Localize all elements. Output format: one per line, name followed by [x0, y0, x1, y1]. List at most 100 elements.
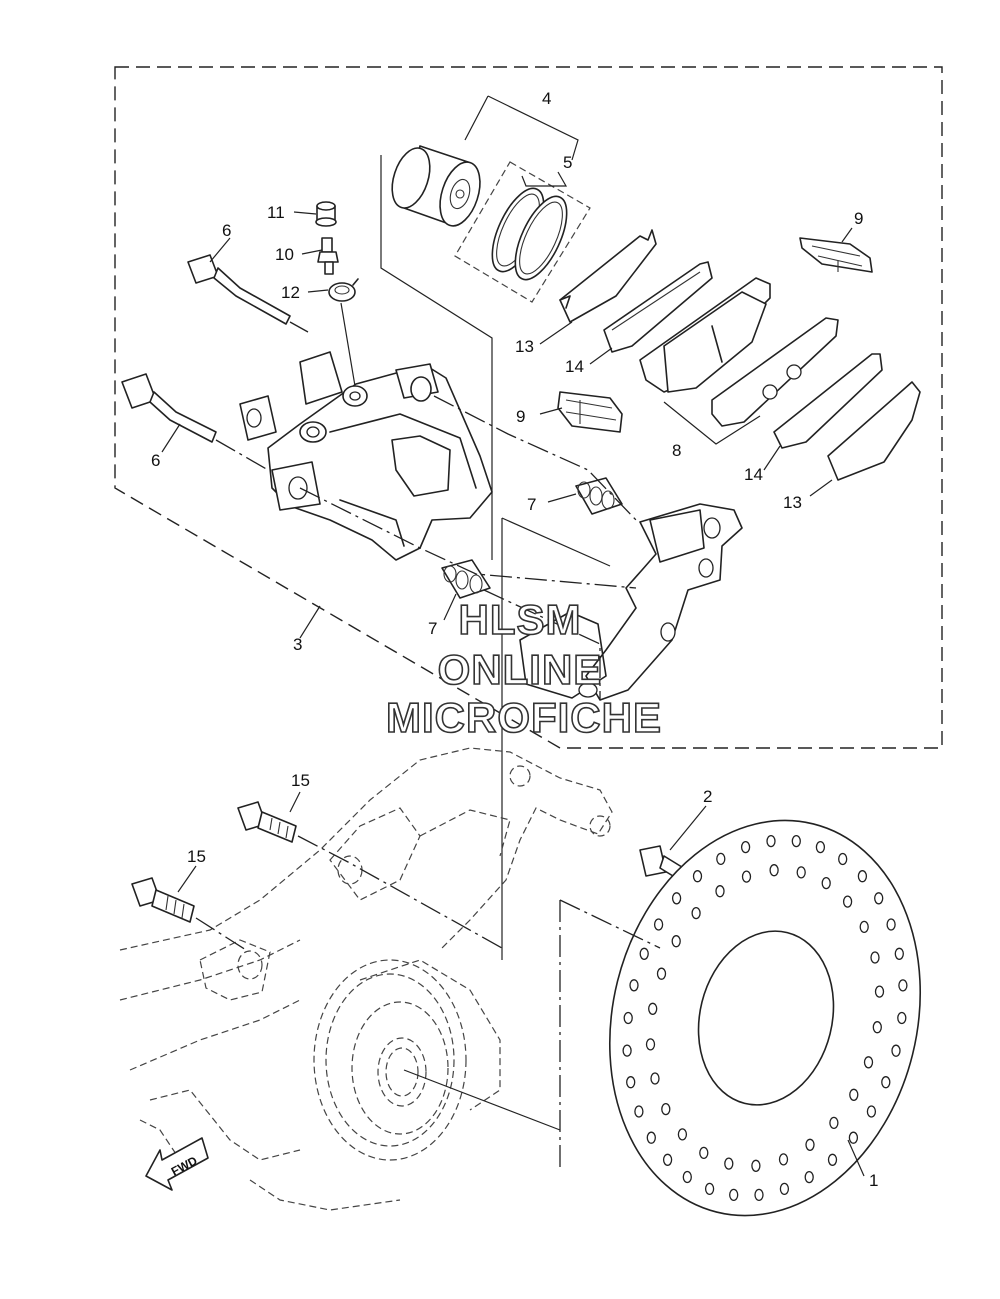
piston-kit-bracket — [380, 95, 579, 560]
bleed-screw — [317, 237, 339, 275]
callout-seal-kit: 5 — [563, 153, 572, 172]
disc-vent-hole — [866, 1105, 877, 1118]
disc-vent-hole — [691, 906, 701, 920]
disc-vent-hole — [821, 876, 831, 890]
callout-mount-bolt-upper: 15 — [291, 771, 310, 790]
disc-vent-hole — [898, 979, 908, 992]
callout-disc-bolt: 2 — [703, 787, 712, 806]
callout-pad-kit: 8 — [672, 441, 681, 460]
disc-vent-hole — [716, 852, 726, 866]
caliper-bracket — [519, 503, 743, 701]
callout-mount-bolt-lower: 15 — [187, 847, 206, 866]
disc-vent-hole — [891, 1044, 901, 1057]
swingarm-outline — [119, 747, 613, 1211]
callout-disc: 1 — [869, 1171, 878, 1190]
disc-vent-hole — [661, 1102, 671, 1116]
disc-vent-hole — [626, 1076, 636, 1089]
pad-kit-bracket — [663, 401, 761, 445]
disc-vent-hole — [829, 1116, 839, 1130]
pad-shim-13-upper — [559, 229, 657, 323]
disc-vent-hole — [779, 1182, 790, 1196]
disc-vent-hole — [842, 895, 853, 908]
disc-vent-hole — [894, 947, 904, 960]
disc-vent-hole — [848, 1131, 859, 1144]
assembly-centerline-a — [433, 395, 637, 521]
disc-vent-hole — [805, 1138, 815, 1151]
callout-bleed-screw-cap: 12 — [281, 283, 300, 302]
slide-boot-lower — [441, 559, 491, 599]
callout-clip-lower: 9 — [516, 407, 525, 426]
pad-clip-lower — [557, 391, 623, 433]
bolt-lower-guide — [195, 917, 247, 951]
disc-vent-hole — [671, 892, 682, 905]
slide-pin-upper — [187, 254, 291, 325]
pad-shim-13-lower — [827, 381, 921, 481]
disc-vent-hole — [766, 834, 776, 848]
mount-bolt-lower — [131, 877, 195, 923]
seal-kit-dashed-box — [454, 161, 591, 303]
disc-vent-hole — [634, 1105, 644, 1118]
brake-pad-inner — [639, 277, 771, 393]
disc-vent-hole — [648, 1002, 658, 1015]
disc-vent-hole — [645, 1038, 656, 1051]
hub-to-disc-line — [403, 1069, 561, 1131]
disc-vent-hole — [639, 947, 649, 960]
disc-vent-hole — [656, 967, 667, 980]
disc-vent-hole — [863, 1056, 874, 1069]
forward-direction-arrow: FWD — [145, 1137, 209, 1191]
wheel-hub — [313, 959, 467, 1161]
assembly-centerline-c — [483, 589, 601, 700]
disc-vent-hole — [849, 1088, 859, 1101]
pad-shim-14-lower — [773, 353, 883, 449]
disc-vent-hole — [897, 1011, 907, 1025]
disc-vent-hole — [741, 870, 752, 883]
disc-vent-hole — [729, 1188, 739, 1202]
piston-seals — [491, 187, 568, 281]
disc-vent-hole — [662, 1153, 673, 1166]
disc-vent-hole — [724, 1157, 734, 1170]
disc-vent-hole — [623, 1011, 633, 1025]
disc-vent-hole — [791, 834, 801, 848]
watermark: HLSM ONLINE MICROFICHE — [385, 595, 662, 742]
callout-shim-lower-14: 14 — [744, 465, 763, 484]
disc-vent-hole — [715, 885, 725, 898]
pad-shim-14-upper — [603, 261, 713, 353]
disc-vent-hole — [859, 920, 869, 934]
callout-clip-upper: 9 — [854, 209, 863, 228]
disc-vent-hole — [881, 1076, 891, 1089]
callout-bleed-cap: 11 — [267, 203, 285, 222]
disc-vent-hole — [870, 951, 880, 964]
slide-pin-upper-guide — [289, 321, 309, 333]
disc-vent-hole — [778, 1153, 789, 1166]
disc-vent-hole — [699, 1146, 709, 1160]
disc-vent-hole — [804, 1170, 814, 1184]
disc-vent-hole — [874, 985, 885, 998]
disc-vent-hole — [754, 1188, 764, 1202]
disc-vent-hole — [692, 870, 703, 883]
callout-shim-upper-13: 13 — [515, 337, 534, 356]
callout-bleed-screw: 10 — [275, 245, 294, 264]
callout-slide-pin-lower: 6 — [151, 451, 160, 470]
watermark-line-2: ONLINE — [438, 646, 603, 693]
disc-vent-hole — [671, 935, 681, 948]
watermark-line-3: MICROFICHE — [386, 694, 662, 741]
mount-bolt-upper — [237, 801, 297, 843]
disc-vent-hole — [650, 1072, 660, 1085]
disc-vent-hole — [740, 840, 751, 854]
disc-vent-hole — [838, 852, 848, 866]
slide-boot-upper — [575, 477, 623, 515]
brake-pad-outer — [711, 317, 839, 427]
disc-vent-hole — [886, 918, 896, 931]
disc-vent-hole — [682, 1170, 692, 1184]
callout-slide-pin-upper: 6 — [222, 221, 231, 240]
callout-shim-upper-14: 14 — [565, 357, 584, 376]
callout-caliper-assembly: 3 — [293, 635, 302, 654]
disc-vent-hole — [857, 870, 868, 883]
disc-centerline — [559, 899, 661, 1170]
watermark-line-1: HLSM — [459, 596, 582, 643]
bleed-screw-cap — [328, 278, 359, 302]
disc-vent-hole — [827, 1153, 838, 1166]
brake-disc — [608, 819, 922, 1217]
disc-vent-hole — [751, 1159, 761, 1172]
